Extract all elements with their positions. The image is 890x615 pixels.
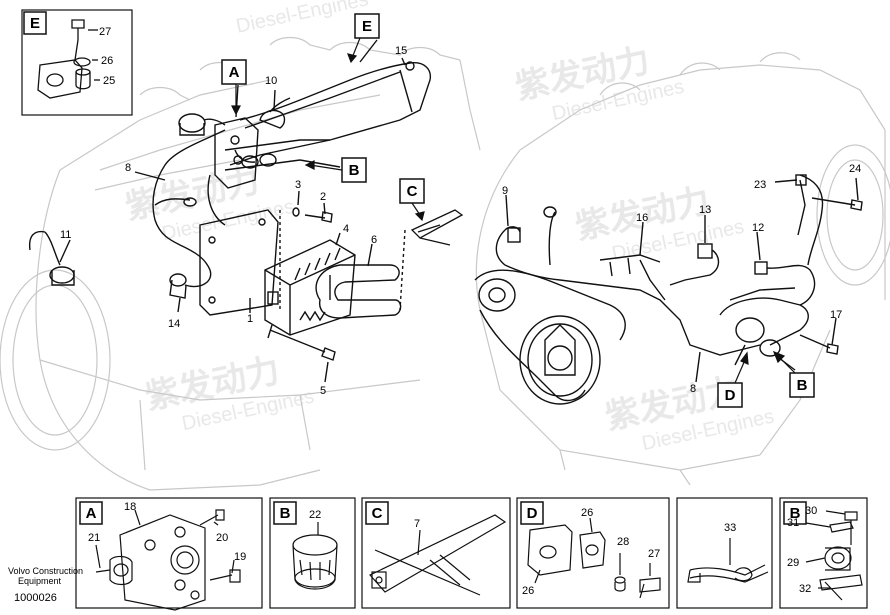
svg-text:E: E [30, 15, 40, 32]
svg-text:D: D [527, 505, 538, 522]
letter-box-e-detail: E [23, 11, 47, 35]
callout-19: 19 [234, 551, 246, 563]
callout-1: 1 [247, 313, 253, 325]
letter-box-a-detail: A [79, 501, 103, 525]
letter-box-c-main: C [399, 178, 425, 204]
letter-box-b-main-left: B [341, 157, 367, 183]
detail-a-panel [75, 497, 263, 611]
callout-4: 4 [343, 223, 349, 235]
callout-2: 2 [320, 191, 326, 203]
letter-box-d-main: D [717, 382, 743, 408]
letter-box-b-detail: B [273, 501, 297, 525]
detail-b-panel [269, 497, 356, 609]
letter-box-b-detail-2: B [783, 501, 807, 525]
callout-32: 32 [799, 583, 811, 595]
svg-text:D: D [725, 387, 736, 404]
clip-c-small [410, 209, 464, 246]
callout-17: 17 [830, 309, 842, 321]
callout-11: 11 [60, 229, 71, 241]
letter-box-c-detail: C [365, 501, 389, 525]
svg-text:B: B [280, 505, 291, 522]
callout-16: 16 [636, 212, 648, 224]
watermark-6: Diesel-Engines [234, 0, 370, 38]
detail-c-panel [361, 497, 511, 609]
callout-24: 24 [849, 163, 861, 175]
pointer-arrows [231, 37, 796, 384]
svg-text:A: A [86, 505, 97, 522]
detail-tie-panel [676, 497, 773, 609]
maker-line-1: Volvo Construction [8, 566, 84, 576]
letter-box-b-main-right: B [789, 372, 815, 398]
callout-25: 25 [103, 75, 115, 87]
svg-text:Diesel-Engines: Diesel-Engines [234, 0, 370, 38]
callout-26b: 26 [581, 507, 593, 519]
callout-8b: 8 [690, 383, 696, 395]
svg-text:B: B [797, 377, 808, 394]
callout-29: 29 [787, 557, 799, 569]
callout-31: 31 [787, 517, 799, 529]
watermark-4: 紫发动力 Diesel-Engines [142, 352, 316, 436]
watermark-1: 紫发动力 Diesel-Engines [512, 42, 686, 126]
left-harness-assembly [28, 39, 432, 383]
callout-14: 14 [168, 318, 180, 330]
callout-28: 28 [617, 536, 629, 548]
callout-27b: 27 [648, 548, 660, 560]
callout-18: 18 [124, 501, 136, 513]
maker-name: Volvo Construction Equipment [8, 566, 83, 586]
letter-boxes: E E A B C D B A [23, 11, 815, 525]
letter-box-d-detail: D [520, 501, 544, 525]
callout-26c: 26 [522, 585, 534, 597]
letter-box-a-main: A [221, 59, 247, 85]
callout-22: 22 [309, 509, 321, 521]
callout-12: 12 [752, 222, 764, 234]
callout-33: 33 [724, 522, 736, 534]
callout-20: 20 [216, 532, 228, 544]
callout-3: 3 [295, 179, 301, 191]
right-engine-outline [475, 52, 890, 486]
right-harness-assembly [474, 174, 863, 405]
callout-13: 13 [699, 204, 711, 216]
callout-10: 10 [265, 75, 277, 87]
detail-d-panel [516, 497, 670, 609]
svg-text:E: E [362, 18, 372, 35]
callout-6: 6 [371, 234, 377, 246]
watermark-2: 紫发动力 Diesel-Engines [122, 162, 296, 246]
callout-9: 9 [502, 185, 508, 197]
callout-23: 23 [754, 179, 766, 191]
svg-text:C: C [372, 505, 383, 522]
detail-e-panel [21, 9, 133, 116]
watermark-5: 紫发动力 Diesel-Engines [602, 372, 776, 456]
callout-numbers: 1 2 3 4 5 6 7 8 8 9 10 11 12 13 14 15 16… [60, 26, 861, 597]
document-number: 1000026 [14, 592, 57, 604]
callout-8a: 8 [125, 162, 131, 174]
callout-30: 30 [805, 505, 817, 517]
svg-text:B: B [790, 505, 801, 522]
detail-b2-panel [779, 497, 868, 609]
svg-text:C: C [407, 183, 418, 200]
callout-21: 21 [88, 532, 100, 544]
letter-box-e-main: E [354, 13, 380, 39]
callout-26a: 26 [101, 55, 113, 67]
svg-text:A: A [229, 64, 240, 81]
watermark-3: 紫发动力 Diesel-Engines [572, 182, 746, 266]
watermark-layer: 紫发动力 Diesel-Engines 紫发动力 Diesel-Engines … [122, 0, 776, 456]
callout-7: 7 [414, 518, 420, 530]
callout-27a: 27 [99, 26, 111, 38]
callout-15: 15 [395, 45, 407, 57]
maker-line-2: Equipment [18, 576, 62, 586]
svg-text:B: B [349, 162, 360, 179]
callout-5: 5 [320, 385, 326, 397]
